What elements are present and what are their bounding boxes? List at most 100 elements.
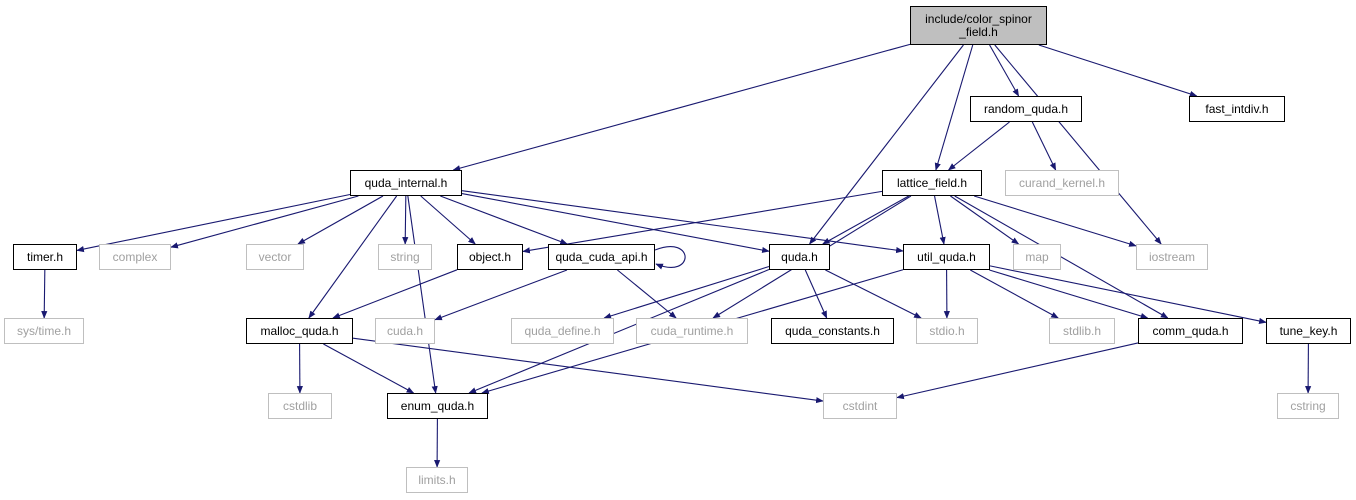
node-label: string — [390, 249, 420, 264]
node-label: iostream — [1148, 249, 1195, 264]
node-iostream: iostream — [1136, 244, 1208, 270]
node-lattice-field[interactable]: lattice_field.h — [882, 170, 982, 196]
node-cstring: cstring — [1277, 393, 1339, 419]
node-label: map — [1025, 249, 1049, 264]
node-label: quda_internal.h — [364, 175, 448, 190]
node-stdlib: stdlib.h — [1049, 318, 1115, 344]
node-quda-internal[interactable]: quda_internal.h — [350, 170, 462, 196]
edge-quda-to-enum-quda — [468, 269, 770, 394]
edge-root-to-iostream — [994, 44, 1162, 245]
edge-quda-to-quda-define — [603, 265, 770, 319]
node-label: stdio.h — [929, 323, 965, 338]
node-label: cuda_runtime.h — [650, 323, 734, 338]
edge-quda-internal-to-vector — [297, 195, 384, 245]
edge-quda-internal-to-string — [402, 195, 409, 245]
node-label: comm_quda.h — [1152, 323, 1229, 338]
node-label: include/color_spinor _field.h — [925, 11, 1032, 39]
edge-comm-quda-to-cstdint — [896, 342, 1139, 400]
edge-lattice-field-to-util-quda — [934, 195, 946, 245]
edge-quda-internal-to-malloc-quda — [308, 195, 398, 319]
node-sys-time: sys/time.h — [4, 318, 84, 344]
node-label: quda.h — [781, 249, 818, 264]
node-label: object.h — [468, 249, 512, 264]
node-label: cstdint — [842, 398, 878, 413]
node-object[interactable]: object.h — [457, 244, 523, 270]
node-label: cstring — [1290, 398, 1326, 413]
node-label: stdlib.h — [1062, 323, 1102, 338]
node-limits: limits.h — [406, 467, 468, 493]
node-string: string — [378, 244, 432, 270]
node-quda[interactable]: quda.h — [769, 244, 830, 270]
node-tune-key[interactable]: tune_key.h — [1266, 318, 1351, 344]
edge-root-to-quda — [809, 44, 964, 245]
edge-timer-to-sys-time — [41, 269, 48, 319]
node-cstdlib: cstdlib — [268, 393, 332, 419]
node-label: quda_define.h — [524, 323, 601, 338]
node-label: curand_kernel.h — [1018, 175, 1106, 190]
node-complex: complex — [99, 244, 171, 270]
edge-malloc-quda-to-enum-quda — [323, 343, 415, 394]
edge-object-to-malloc-quda — [332, 269, 458, 319]
edge-root-to-random-quda — [989, 44, 1020, 97]
edge-quda-to-stdio — [825, 269, 922, 319]
node-label: timer.h — [26, 249, 63, 264]
edge-quda-cuda-api-to-cuda — [434, 269, 568, 321]
edge-random-quda-to-lattice-field — [947, 121, 1010, 171]
node-cuda-runtime: cuda_runtime.h — [636, 318, 748, 344]
node-vector: vector — [246, 244, 304, 270]
node-label: quda_cuda_api.h — [555, 249, 648, 264]
node-malloc-quda[interactable]: malloc_quda.h — [246, 318, 353, 344]
node-quda-define: quda_define.h — [511, 318, 614, 344]
edge-lattice-field-to-map — [950, 195, 1020, 245]
node-cstdint: cstdint — [823, 393, 897, 419]
node-label: complex — [112, 249, 158, 264]
edge-lattice-field-to-object — [522, 190, 883, 254]
node-curand-kernel: curand_kernel.h — [1005, 170, 1119, 196]
node-util-quda[interactable]: util_quda.h — [903, 244, 990, 270]
node-label: vector — [258, 249, 292, 264]
edge-malloc-quda-to-cstdint — [352, 337, 824, 404]
node-stdio: stdio.h — [916, 318, 978, 344]
node-label: limits.h — [418, 472, 456, 487]
node-root-color-spinor-field: include/color_spinor _field.h — [910, 6, 1047, 45]
node-comm-quda[interactable]: comm_quda.h — [1138, 318, 1243, 344]
edge-quda-internal-to-complex — [170, 195, 359, 249]
node-label: cstdlib — [282, 398, 317, 413]
node-fast-intdiv[interactable]: fast_intdiv.h — [1189, 96, 1285, 122]
edge-quda-to-quda-constants — [804, 269, 828, 319]
node-timer[interactable]: timer.h — [13, 244, 77, 270]
edge-quda-cuda-api-to-cuda-runtime — [617, 269, 677, 319]
node-random-quda[interactable]: random_quda.h — [970, 96, 1082, 122]
node-label: lattice_field.h — [896, 175, 968, 190]
edge-lattice-field-to-iostream — [974, 195, 1137, 247]
node-quda-cuda-api[interactable]: quda_cuda_api.h — [548, 244, 655, 270]
node-label: fast_intdiv.h — [1205, 101, 1269, 116]
node-quda-constants[interactable]: quda_constants.h — [771, 318, 894, 344]
node-enum-quda[interactable]: enum_quda.h — [387, 393, 488, 419]
edge-root-to-quda-internal — [452, 43, 911, 172]
edge-util-quda-to-tune-key — [989, 265, 1267, 324]
edge-util-quda-to-comm-quda — [989, 269, 1149, 319]
node-cuda: cuda.h — [375, 318, 435, 344]
edge-quda-internal-to-quda — [461, 192, 770, 254]
dependency-edges — [41, 43, 1312, 468]
edge-root-to-lattice-field — [934, 44, 974, 171]
edge-quda-cuda-api-to-quda-cuda-api — [654, 246, 686, 270]
node-label: cuda.h — [386, 323, 424, 338]
edge-quda-internal-to-enum-quda — [407, 195, 438, 394]
node-label: enum_quda.h — [400, 398, 475, 413]
node-label: malloc_quda.h — [260, 323, 339, 338]
edge-lattice-field-to-quda — [822, 195, 909, 245]
node-map: map — [1013, 244, 1061, 270]
edge-random-quda-to-curand-kernel — [1031, 121, 1057, 171]
edge-root-to-fast-intdiv — [1038, 44, 1198, 97]
node-label: random_quda.h — [983, 101, 1069, 116]
edge-quda-internal-to-timer — [76, 193, 351, 253]
node-label: util_quda.h — [917, 249, 976, 264]
node-label: tune_key.h — [1279, 323, 1338, 338]
edge-util-quda-to-stdlib — [970, 269, 1059, 319]
edge-quda-internal-to-quda-cuda-api — [440, 195, 568, 245]
node-label: quda_constants.h — [785, 323, 880, 338]
edge-lattice-field-to-comm-quda — [954, 195, 1169, 319]
